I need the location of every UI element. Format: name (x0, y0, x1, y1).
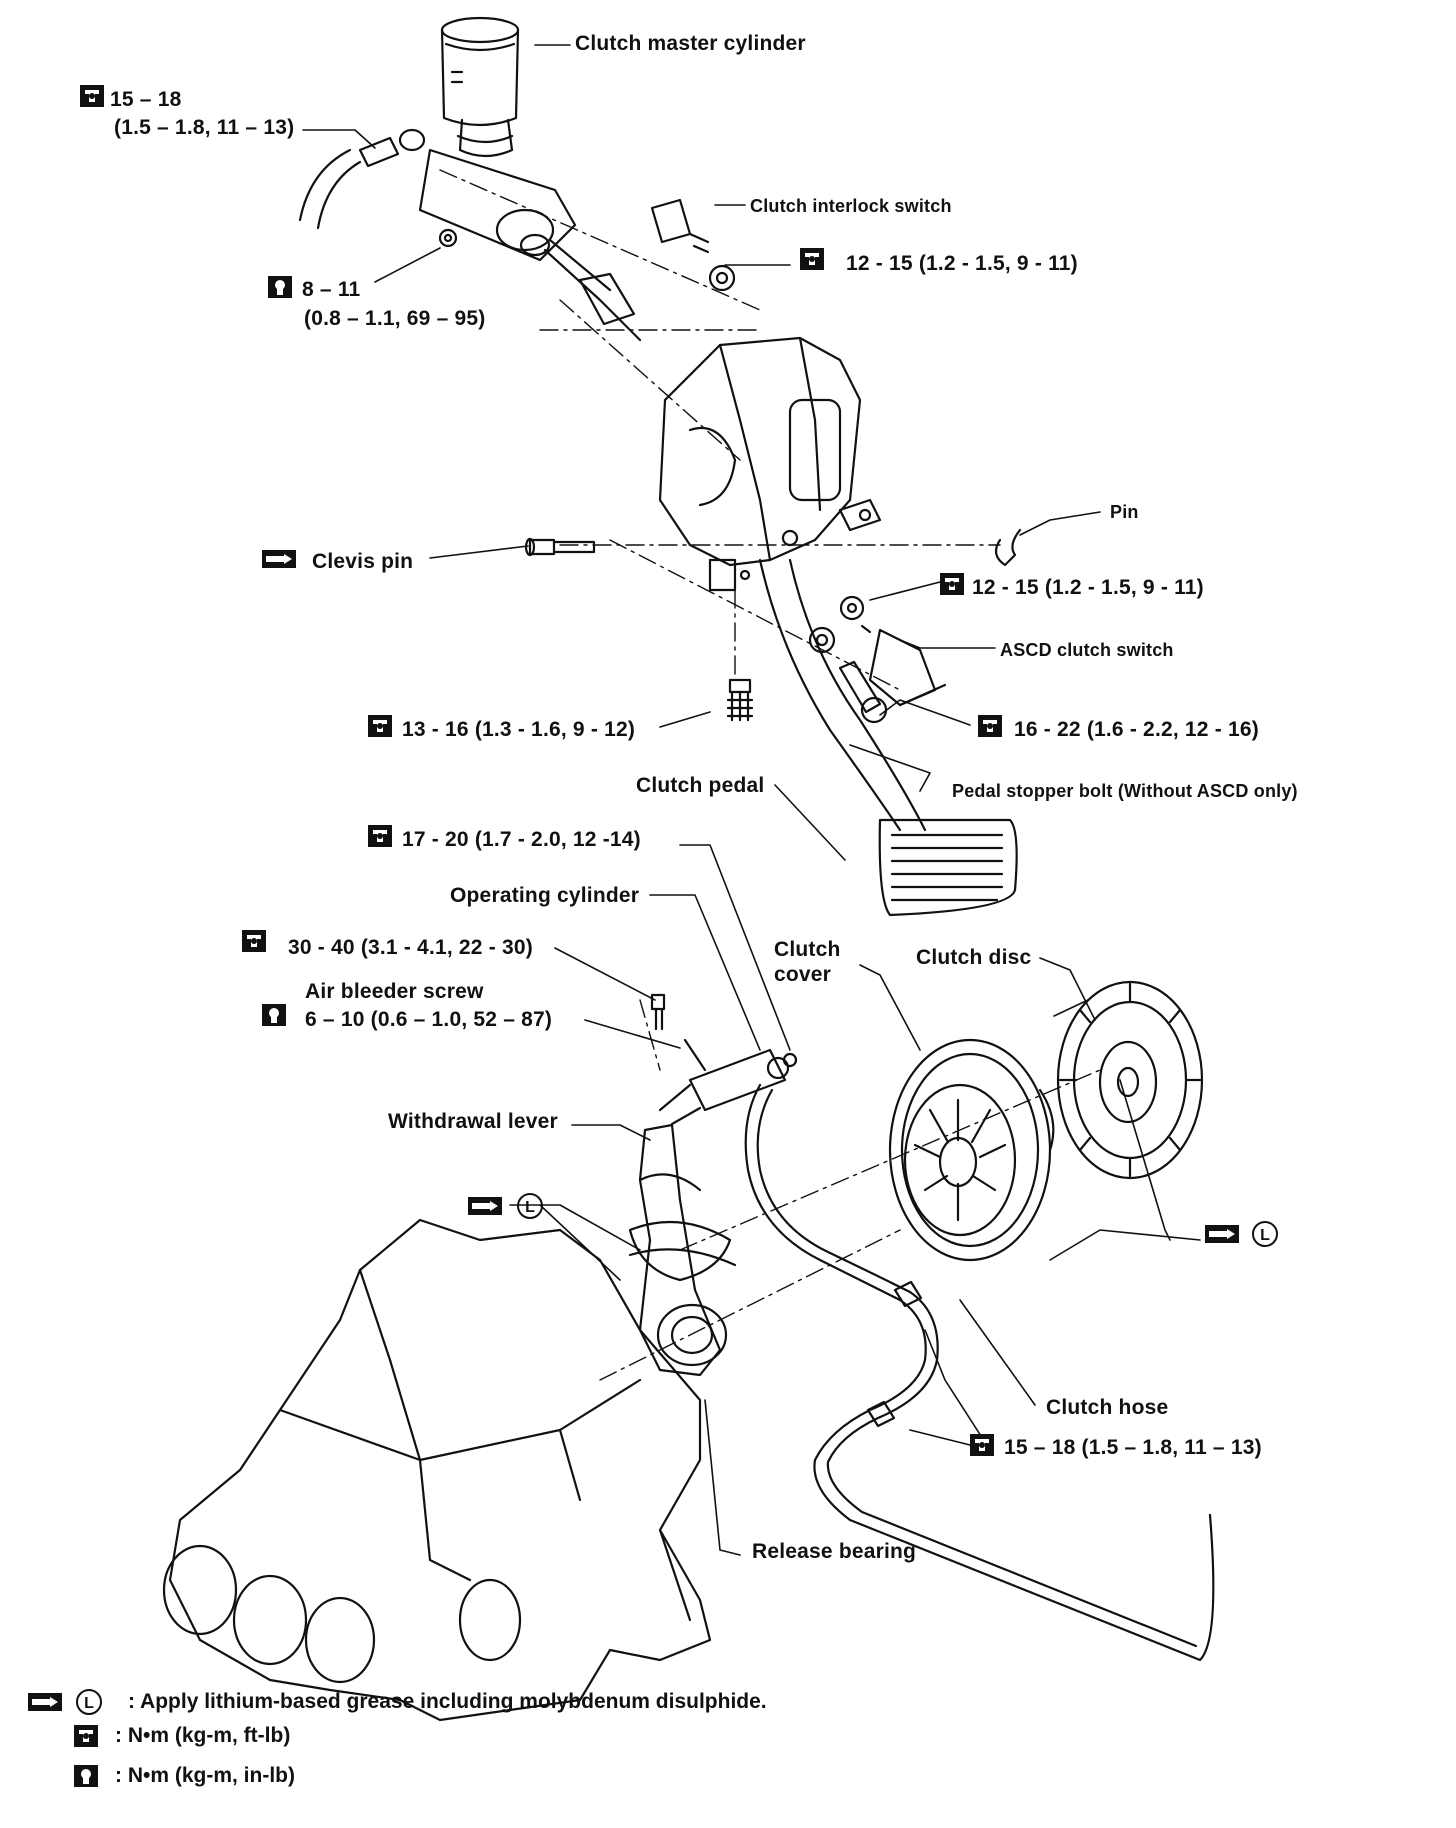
clutch-pedal-arm (758, 558, 1018, 917)
torque-wrench-icon (74, 1725, 98, 1747)
clutch-interlock-switch (650, 198, 736, 292)
operating-cylinder (650, 993, 798, 1126)
grease-mark: L (525, 1199, 535, 1216)
torque-wrench-icon (800, 248, 824, 270)
label-withdrawal-lever: Withdrawal lever (388, 1110, 558, 1133)
label-clutch-disc: Clutch disc (916, 946, 1032, 969)
label-clutch-hose: Clutch hose (1046, 1396, 1169, 1419)
torque-wrench-icon (368, 715, 392, 737)
label-nut-torque: 8 – 11 (302, 278, 361, 301)
label-clevis-pin: Clevis pin (312, 550, 414, 573)
label-clutch-cover-line2: cover (774, 963, 832, 986)
brake-line-pipe (298, 148, 362, 230)
clutch-cover (888, 1038, 1055, 1262)
legend-torque-in-lb: : N•m (kg-m, in-lb) (115, 1764, 295, 1787)
label-ascd-clutch-switch: ASCD clutch switch (1000, 640, 1174, 660)
label-line-torque: 17 - 20 (1.7 - 2.0, 12 -14) (402, 828, 641, 851)
label-interlock-torque: 12 - 15 (1.2 - 1.5, 9 - 11) (846, 252, 1078, 275)
label-torque-top-left-values: (1.5 – 1.8, 11 – 13) (114, 116, 295, 139)
grease-mark: L (1260, 1227, 1270, 1244)
torque-wrench-in-icon (74, 1765, 98, 1787)
grease-icon (28, 1693, 62, 1711)
label-clutch-interlock-switch: Clutch interlock switch (750, 196, 952, 216)
label-hose-torque: 15 – 18 (1.5 – 1.8, 11 – 13) (1004, 1436, 1262, 1459)
label-clutch-cover-line1: Clutch (774, 938, 841, 961)
ascd-clutch-switch (808, 595, 947, 707)
torque-wrench-in-icon (268, 276, 292, 298)
clutch-disc (1056, 980, 1204, 1180)
torque-wrench-icon (940, 573, 964, 595)
torque-wrench-in-icon (262, 1004, 286, 1026)
torque-wrench-icon (368, 825, 392, 847)
pedal-stopper-bolt (838, 660, 888, 724)
cotter-pin (994, 528, 1022, 567)
torque-wrench-icon (80, 85, 104, 107)
label-bracket-bolt-torque: 13 - 16 (1.3 - 1.6, 9 - 12) (402, 718, 636, 741)
label-ascd-torque: 16 - 22 (1.6 - 2.2, 12 - 16) (1014, 718, 1259, 741)
pedal-bracket (658, 336, 882, 592)
label-clutch-master-cylinder: Clutch master cylinder (575, 32, 806, 55)
transmission-case (162, 1218, 712, 1722)
label-torque-top-left: 15 – 18 (110, 88, 182, 111)
torque-wrench-icon (978, 715, 1002, 737)
master-cylinder-body (358, 128, 642, 342)
label-pin: Pin (1110, 502, 1139, 522)
bracket-bolt (726, 678, 754, 722)
label-pedal-stopper-bolt: Pedal stopper bolt (Without ASCD only) (952, 781, 1298, 801)
label-pedal-nut-torque: 12 - 15 (1.2 - 1.5, 9 - 11) (972, 576, 1204, 599)
clevis-pin (524, 537, 596, 557)
label-bleeder-torque: 6 – 10 (0.6 – 1.0, 52 – 87) (305, 1008, 553, 1031)
master-cylinder-reservoir (440, 16, 520, 158)
legend-grease: : Apply lithium-based grease including m… (128, 1690, 767, 1713)
grease-mark: L (84, 1695, 94, 1712)
label-clutch-pedal: Clutch pedal (636, 774, 765, 797)
grease-icon (262, 550, 296, 568)
label-cylinder-bolt-torque: 30 - 40 (3.1 - 4.1, 22 - 30) (288, 936, 533, 959)
torque-wrench-icon (242, 930, 266, 952)
torque-wrench-icon (970, 1434, 994, 1456)
clutch-hose-line (744, 1083, 1215, 1662)
grease-icon (1205, 1225, 1239, 1243)
label-nut-torque-values: (0.8 – 1.1, 69 – 95) (304, 307, 486, 330)
grease-icon (468, 1197, 502, 1215)
legend-torque-ft-lb: : N•m (kg-m, ft-lb) (115, 1724, 291, 1747)
label-release-bearing: Release bearing (752, 1540, 917, 1563)
withdrawal-lever (628, 1123, 737, 1377)
label-air-bleeder-screw: Air bleeder screw (305, 980, 484, 1003)
label-operating-cylinder: Operating cylinder (450, 884, 640, 907)
